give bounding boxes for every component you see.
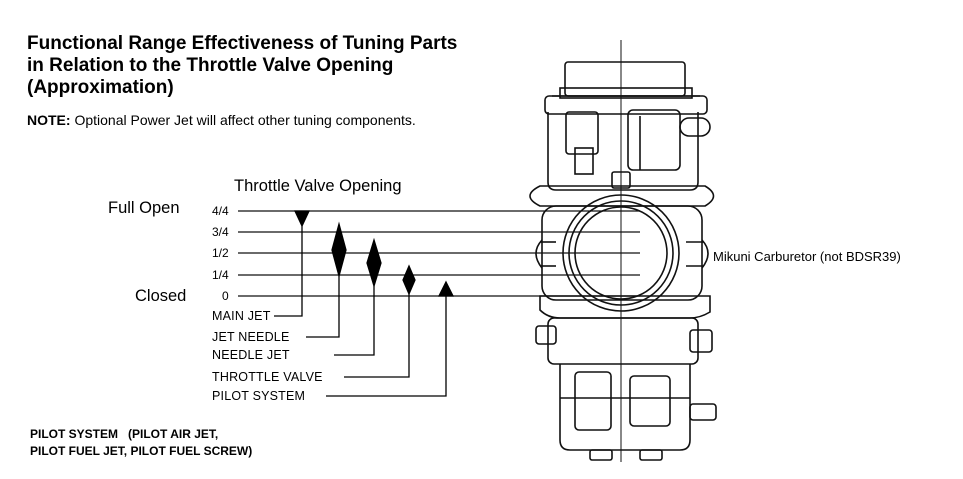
- part-label-needle-jet: NEEDLE JET: [212, 348, 290, 362]
- title-line-3: (Approximation): [27, 77, 174, 98]
- pilot-system-leader: [326, 296, 447, 397]
- carburetor-caption: Mikuni Carburetor (not BDSR39): [713, 249, 901, 264]
- full-open-label: Full Open: [108, 199, 180, 217]
- main-jet-leader: [274, 226, 303, 317]
- title-line-1: Functional Range Effectiveness of Tuning…: [27, 33, 458, 54]
- pilot-note-line-1: PILOT SYSTEM (PILOT AIR JET,: [30, 427, 219, 441]
- closed-label: Closed: [135, 287, 187, 305]
- opening-label-1-2: 1/2: [212, 246, 229, 260]
- pilot-note-line-2: PILOT FUEL JET, PILOT FUEL SCREW): [30, 444, 253, 458]
- jet-needle-leader: [306, 276, 340, 338]
- opening-level-lines: [238, 210, 640, 297]
- note-prefix: NOTE:: [27, 112, 71, 128]
- axis-title: Throttle Valve Opening: [234, 177, 402, 195]
- note-text: NOTE: Optional Power Jet will affect oth…: [27, 112, 416, 128]
- part-label-main-jet: MAIN JET: [212, 309, 271, 323]
- throttle-valve-leader: [344, 294, 410, 378]
- pilot-system-marker: [437, 280, 455, 297]
- needle-jet-marker: [366, 237, 382, 289]
- carburetor-illustration: [529, 40, 717, 462]
- title-line-2: in Relation to the Throttle Valve Openin…: [27, 55, 394, 76]
- opening-label-4-4: 4/4: [212, 204, 229, 218]
- main-jet-marker: [293, 210, 311, 228]
- note-body: Optional Power Jet will affect other tun…: [70, 112, 416, 128]
- opening-label-0: 0: [222, 289, 229, 303]
- opening-label-3-4: 3/4: [212, 225, 229, 239]
- throttle-valve-marker: [402, 264, 416, 296]
- pilot-system-note: PILOT SYSTEM (PILOT AIR JET, PILOT FUEL …: [30, 426, 252, 460]
- range-markers: [274, 210, 455, 397]
- part-label-jet-needle: JET NEEDLE: [212, 330, 290, 344]
- opening-label-1-4: 1/4: [212, 268, 229, 282]
- needle-jet-leader: [334, 286, 375, 356]
- diagram-title: Functional Range Effectiveness of Tuning…: [27, 33, 457, 99]
- part-label-pilot-system: PILOT SYSTEM: [212, 389, 306, 403]
- part-label-throttle-valve: THROTTLE VALVE: [212, 370, 323, 384]
